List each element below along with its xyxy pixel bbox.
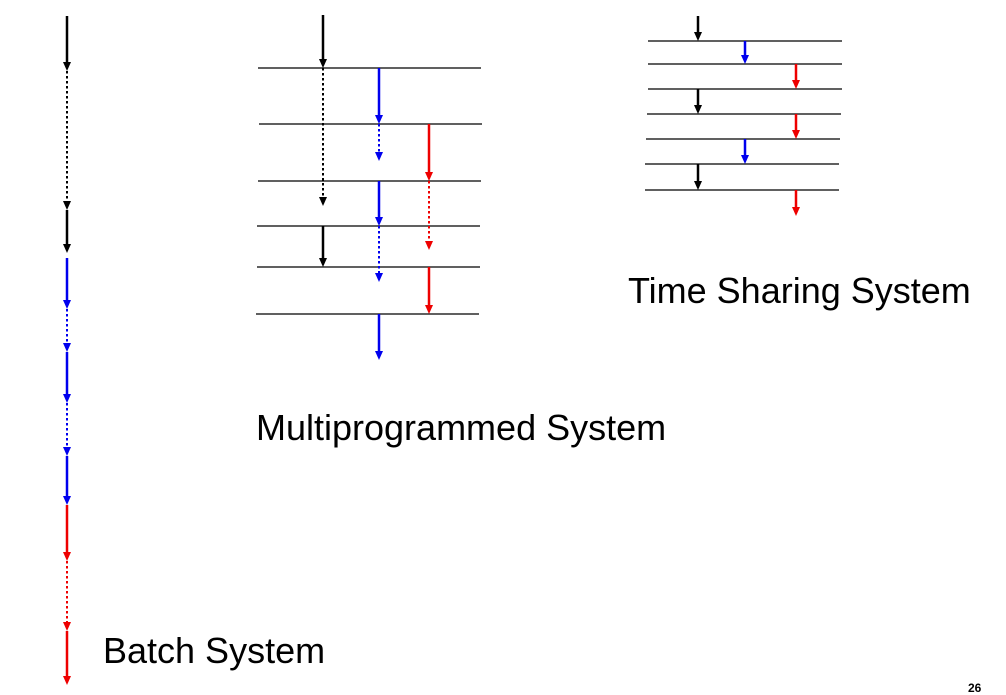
batch-process-2-cpu-arrow bbox=[63, 258, 71, 309]
batch-process-3-cpu-arrow bbox=[63, 631, 71, 685]
time-sharing-system-label: Time Sharing System bbox=[628, 270, 971, 311]
multi-process-3-io-arrow bbox=[425, 181, 433, 250]
batch-process-2-cpu-arrow bbox=[63, 456, 71, 505]
dividers bbox=[256, 40, 842, 315]
batch-process-2-io-arrow bbox=[63, 403, 71, 456]
batch-process-1-cpu-arrow bbox=[63, 210, 71, 253]
batch-process-3-io-arrow bbox=[63, 561, 71, 631]
ts-process-1-slice-arrow bbox=[694, 164, 702, 190]
multi-process-3-cpu-arrow bbox=[425, 267, 433, 314]
multi-process-2-io-arrow bbox=[375, 124, 383, 161]
multi-process-2-cpu-arrow bbox=[375, 68, 383, 124]
multiprogrammed-system-label: Multiprogrammed System bbox=[256, 407, 667, 448]
batch-process-2-io-arrow bbox=[63, 309, 71, 352]
multi-process-2-cpu-arrow bbox=[375, 314, 383, 360]
multi-process-2-io-arrow bbox=[375, 226, 383, 282]
multi-process-1-cpu-arrow bbox=[319, 226, 327, 267]
multi-process-1-io-arrow bbox=[319, 68, 327, 206]
ts-process-1-slice-arrow bbox=[694, 16, 702, 41]
ts-process-3-slice-arrow bbox=[792, 114, 800, 139]
multi-process-2-cpu-arrow bbox=[375, 181, 383, 226]
batch-system-label: Batch System bbox=[103, 630, 326, 671]
batch-process-1-cpu-arrow bbox=[63, 16, 71, 71]
ts-process-3-slice-arrow bbox=[792, 190, 800, 216]
ts-process-1-slice-arrow bbox=[694, 89, 702, 114]
multi-process-1-cpu-arrow bbox=[319, 15, 327, 68]
ts-process-2-slice-arrow bbox=[741, 41, 749, 64]
batch-process-2-cpu-arrow bbox=[63, 352, 71, 403]
ts-process-3-slice-arrow bbox=[792, 64, 800, 89]
arrows bbox=[63, 15, 800, 685]
multi-process-3-cpu-arrow bbox=[425, 124, 433, 181]
batch-process-1-io-arrow bbox=[63, 71, 71, 210]
batch-process-3-cpu-arrow bbox=[63, 505, 71, 561]
page-number: 26 bbox=[968, 681, 982, 695]
ts-process-2-slice-arrow bbox=[741, 139, 749, 164]
